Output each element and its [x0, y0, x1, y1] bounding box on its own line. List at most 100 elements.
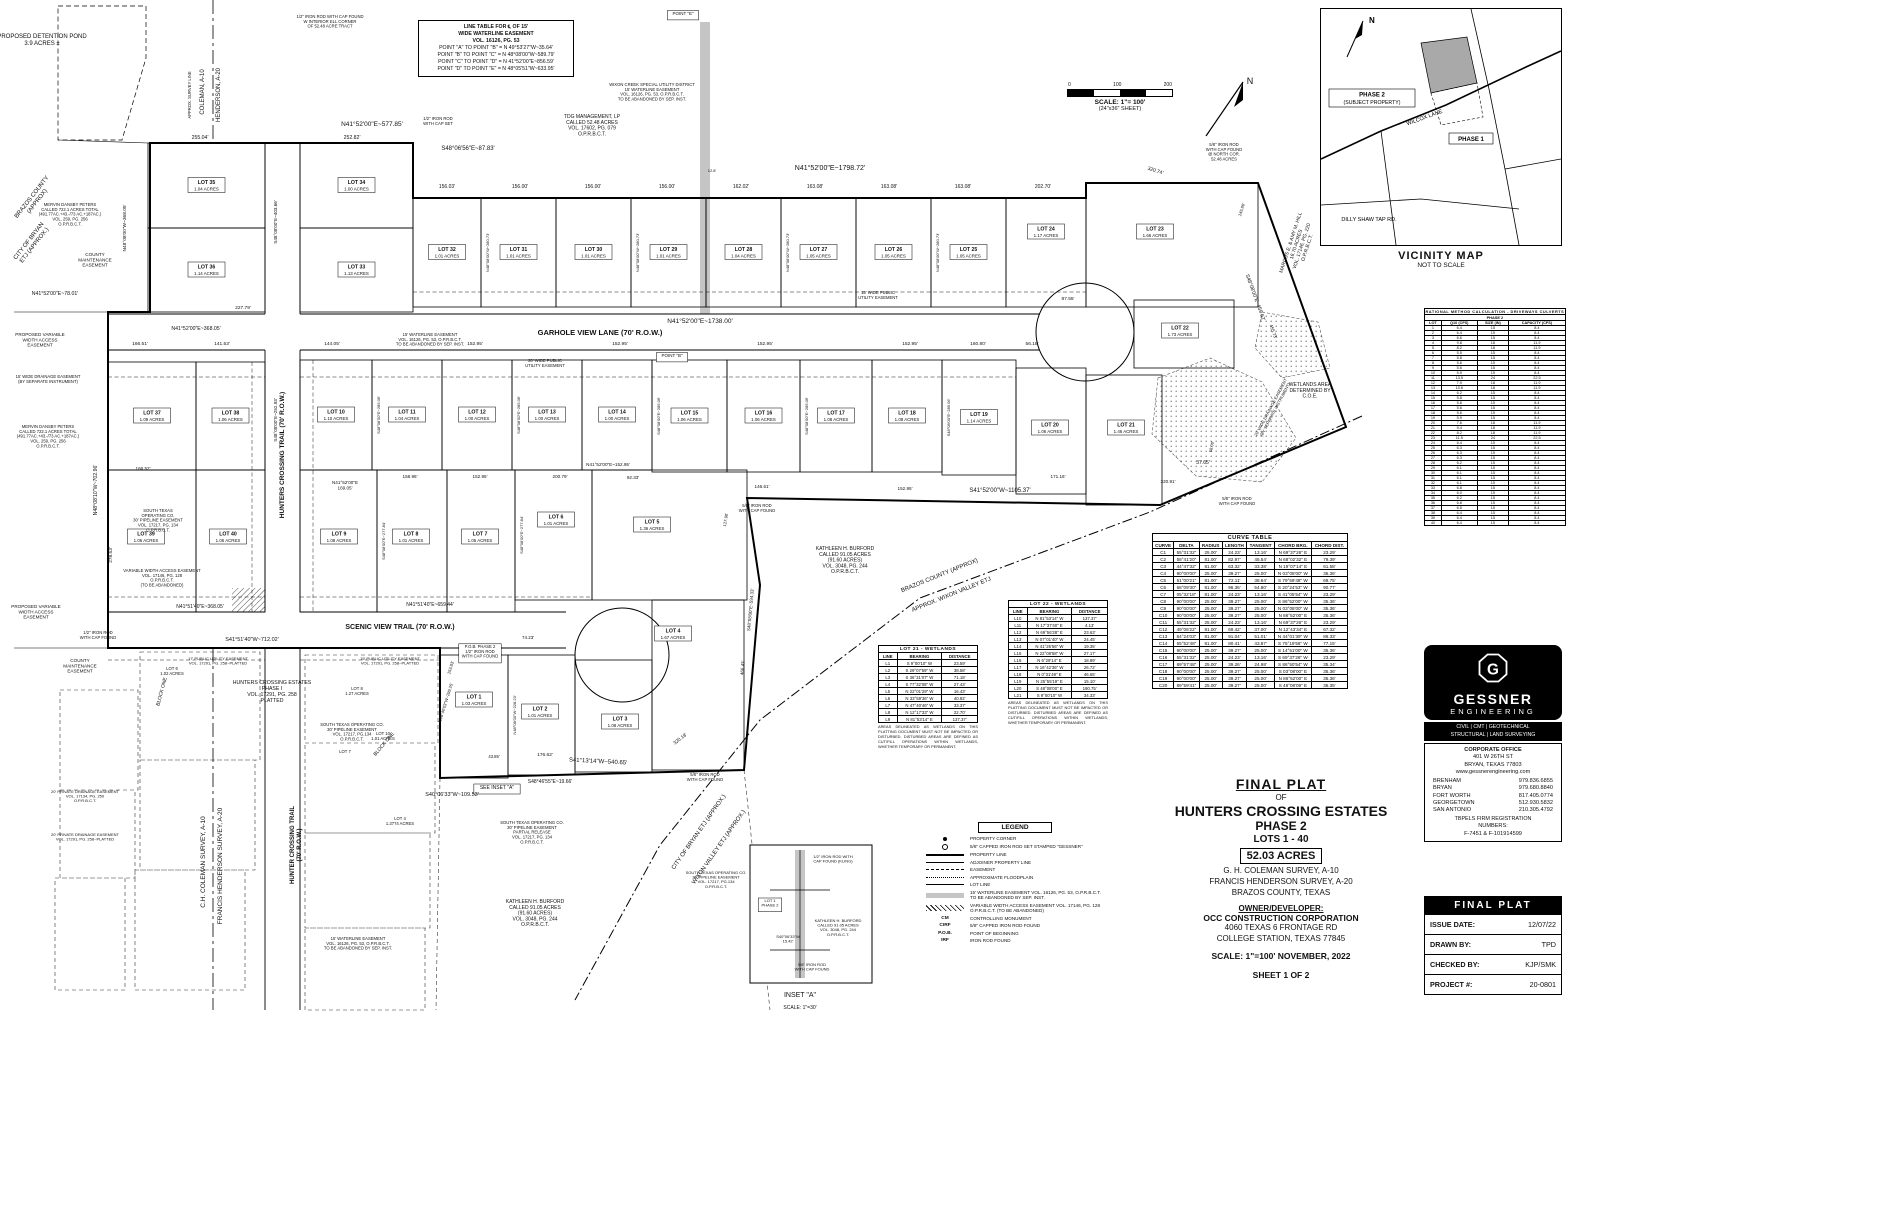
label-box [209, 528, 247, 545]
table-cell: 25.00' [1198, 681, 1223, 689]
table-cell: S 29°07'59" W [896, 666, 943, 674]
table-cell: 55°31'32" [1173, 548, 1200, 556]
wet21-title: LOT 21 - WETLANDS [878, 645, 978, 653]
annotation-text: N41°52'00"E~1798.72' [795, 164, 865, 172]
column-header: DISTANCE [941, 652, 978, 660]
wetlands-note: AREAS DELINEATED AS WETLANDS ON THIS PLA… [1008, 700, 1108, 725]
annotation-text: 156.03' [439, 184, 455, 190]
annotation-text: 152.95' [612, 341, 628, 347]
table-cell: 39.27' [1221, 646, 1248, 654]
annotation-text: 252.82' [344, 135, 361, 141]
label-box [127, 528, 165, 545]
table-cell: 23.59' [941, 659, 978, 667]
annotation-text: HENDERSON, A-20 [216, 67, 222, 122]
table-cell: 51.01' [1246, 632, 1275, 640]
annotation-text: 153.83' [446, 660, 455, 675]
table-cell: 44°47'32" [1173, 562, 1200, 570]
issue-row: DRAWN BY:TPD [1425, 934, 1561, 954]
table-cell: 15 [1476, 520, 1510, 526]
street-bands [108, 143, 1040, 1010]
table-cell: 39.27' [1221, 597, 1248, 605]
annotation-text: SOUTH TEXAS OPERATING CO.30' PIPELINE EA… [686, 870, 747, 889]
lot-dimension: S48°08'00"E~277.84' [519, 516, 524, 554]
table-cell: 24.23' [1221, 548, 1248, 556]
table-cell: S 03°08'00" E [1273, 667, 1312, 675]
lot-acreage: 1.46 ACRES [1114, 429, 1139, 434]
table-cell: 190.75' [1071, 684, 1108, 692]
annotation-text: 466.43' [739, 660, 745, 675]
label-box [1136, 223, 1174, 240]
label-box [392, 528, 430, 545]
annotation-text: 162.02' [733, 184, 749, 190]
annotation-text: S48°08'00"E~459.62' [1244, 274, 1266, 322]
table-cell: S 48°08'00" E [1026, 684, 1073, 692]
issue-block-header: FINAL PLAT [1425, 897, 1561, 914]
annotation-text: 144.05' [324, 341, 340, 347]
lot-number: LOT 5 [645, 520, 660, 526]
street-name: HUNTERS CROSSING TRAIL (70' R.O.W.) [279, 392, 286, 518]
column-header: DELTA [1173, 541, 1200, 549]
table-cell: 90°00'00" [1173, 667, 1200, 675]
lot-dimension: N48°08'00"W~280.73' [935, 233, 940, 272]
table-cell: 68°09'30" [1173, 583, 1200, 591]
table-cell: 89°59'41" [1173, 681, 1200, 689]
table-cell: 23.29' [1310, 618, 1349, 626]
column-header: DISTANCE [1071, 607, 1108, 615]
lot-acreage: 1.01 ACRES [581, 254, 606, 259]
table-cell: 25.00' [1198, 604, 1223, 612]
column-header: RADIUS [1198, 541, 1223, 549]
table-cell: 38.58' [941, 666, 978, 674]
curve-table-title: CURVE TABLE [1152, 533, 1348, 542]
easement-line-icon [924, 869, 966, 871]
label-box [656, 352, 688, 363]
legend-label: PROPERTY LINE [970, 852, 1007, 857]
owner-address-2: COLLEGE STATION, TEXAS 77845 [1216, 933, 1346, 943]
label-box [799, 244, 838, 260]
detention-pond-outline [57, 5, 147, 141]
lot-number: LOT 38 [222, 411, 240, 417]
lot-acreage: 1.06 ACRES [751, 417, 776, 422]
lot-number: LOT 10 [327, 410, 345, 416]
gessner-logo: G GESSNER ENGINEERING [1424, 645, 1562, 720]
legend-label: 5/8" CAPPED IRON ROD FOUND [970, 923, 1041, 928]
annotation-text: 92.33' [627, 475, 639, 480]
table-cell: S 9°00'10" W [896, 659, 943, 667]
sheet-number: SHEET 1 OF 2 [1252, 970, 1310, 981]
vicinity-phase2-sub: (SUBJECT PROPERTY) [1344, 100, 1401, 106]
lot-acreage: 1.00 ACRES [465, 416, 490, 421]
table-cell: 81.00' [1198, 555, 1223, 563]
label-box [654, 625, 692, 642]
annotation-text: 87.55' [1062, 296, 1075, 302]
street-name: SCENIC VIEW TRAIL (70' R.O.W.) [345, 624, 454, 631]
label-box [601, 713, 639, 730]
scale-tick: 200 [1163, 82, 1172, 88]
gessner-logo-letter: G [1487, 661, 1499, 678]
table-cell: 33.37' [941, 701, 978, 709]
table-cell: 137.37' [1071, 614, 1108, 622]
line-table-rows: POINT "A" TO POINT "B" = N 49°53'27"W~35… [423, 45, 569, 73]
vicinity-north-arrow-head [1355, 21, 1363, 39]
annotation-text: SOUTH TEXAS OPERATING CO.30' PIPELINE EA… [500, 820, 564, 844]
gessner-services: CIVIL | CMT | GEOTECHNICAL STRUCTURAL | … [1424, 722, 1562, 742]
annotation-text: N [1247, 76, 1254, 86]
lot-acreage: 1.06 ACRES [677, 417, 702, 422]
scale-ticks: 0 100 200 [1068, 82, 1172, 88]
